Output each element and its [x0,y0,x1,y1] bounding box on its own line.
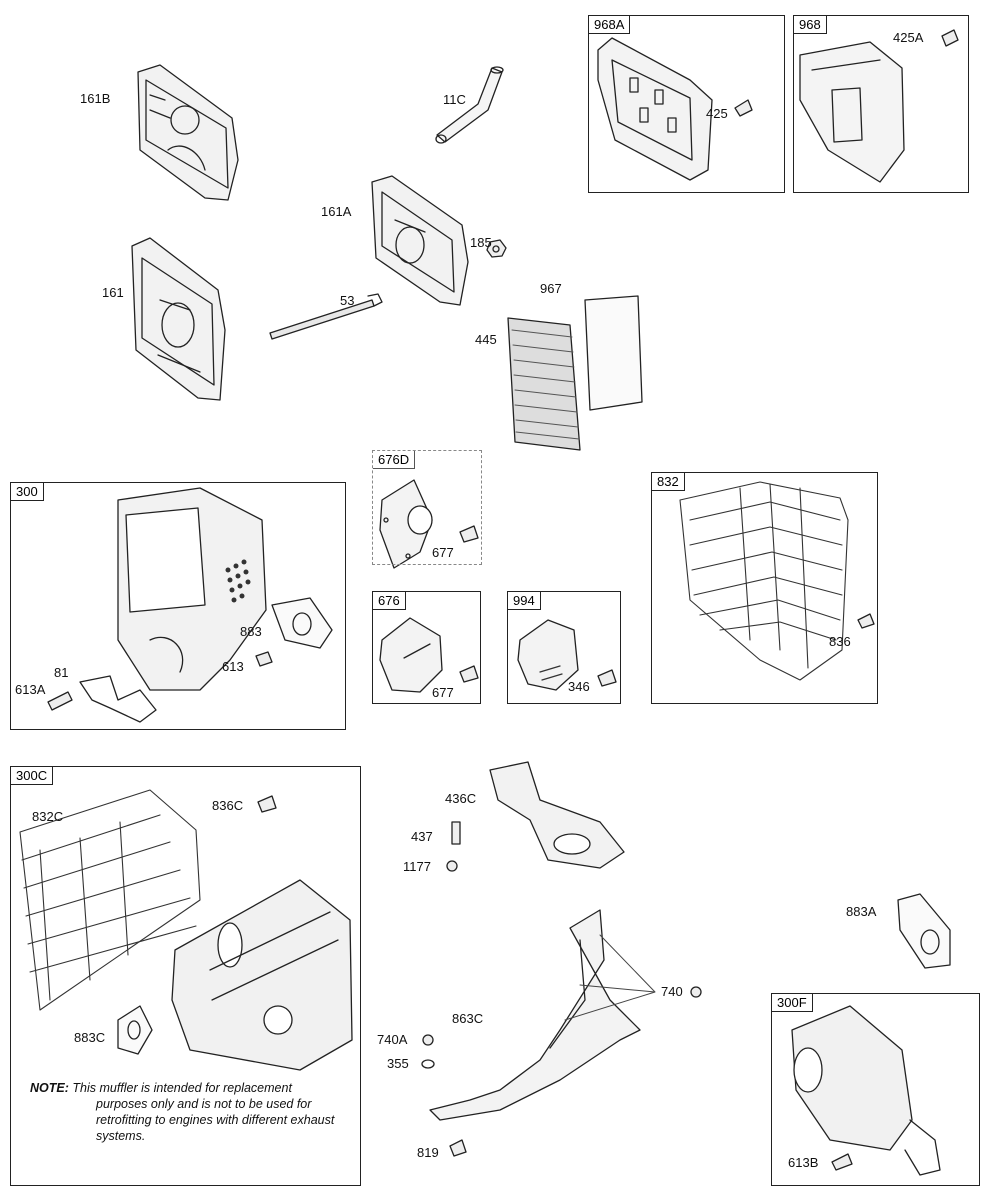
precleaner-967-drawing [584,295,643,411]
group-box-676d: 676D [372,450,482,565]
part-label-883c: 883C [74,1030,106,1045]
part-label-613: 613 [222,659,244,674]
guard-832c-drawing [19,789,201,1011]
part-label-883a: 883A [846,904,877,919]
gasket-883-drawing [271,597,333,649]
nut-740a-drawing [422,1034,434,1046]
group-label-300c: 300C [11,767,54,785]
stud-53-drawing [269,293,383,340]
part-label-11c: 11C [443,92,466,107]
group-label-968a: 968A [589,16,631,34]
screw-613b-drawing [831,1153,853,1171]
valve-cover-161-drawing [131,237,226,401]
bolt-437-drawing [451,821,461,845]
group-label-968: 968 [794,16,827,34]
group-label-676: 676 [373,592,406,610]
part-label-819: 819 [417,1145,439,1160]
guard-832-drawing [679,481,849,681]
screw-677-top-drawing [459,525,479,543]
group-box-832: 832 [651,472,878,704]
note-prefix: NOTE: [30,1081,69,1095]
part-label-81: 81 [54,665,69,680]
leader-lines-740 [564,934,656,1021]
part-label-677-lower: 677 [432,685,454,700]
part-label-740a: 740A [377,1032,408,1047]
group-label-300: 300 [11,483,44,501]
replacement-note: NOTE: This muffler is intended for repla… [30,1080,342,1144]
spark-arrester-994-drawing [517,619,579,691]
note-remaining-text: purposes only and is not to be used for … [96,1097,335,1143]
bolt-613-drawing [255,651,273,667]
screw-836-drawing [857,613,875,629]
part-label-437: 437 [411,829,433,844]
air-cleaner-base-968a-drawing [597,37,713,181]
part-label-185: 185 [470,235,492,250]
part-label-863c: 863C [452,1011,484,1026]
part-label-53: 53 [340,293,355,308]
bracket-81-drawing [79,675,157,723]
note-first-line: This muffler is intended for replacement [72,1081,292,1095]
valve-cover-161b-drawing [137,64,239,201]
group-label-994: 994 [508,592,541,610]
group-box-300: 300 [10,482,346,730]
part-label-883: 883 [240,624,262,639]
part-label-425a: 425A [893,30,924,45]
group-box-994: 994 [507,591,621,704]
exhaust-elbow-436c-drawing [489,761,625,869]
muffler-300f-drawing [791,1005,941,1176]
part-label-613a: 613A [15,682,46,697]
deflector-676-drawing [379,617,443,693]
group-box-968a: 968A [588,15,785,193]
screw-819-drawing [449,1139,467,1157]
part-label-161a: 161A [321,204,352,219]
part-label-836: 836 [829,634,851,649]
group-box-300f: 300F [771,993,980,1186]
part-label-967: 967 [540,281,562,296]
bolt-613a-drawing [47,691,73,711]
deflector-676d-drawing [379,479,433,569]
muffler-300c-drawing [171,879,353,1071]
part-label-613b: 613B [788,1155,819,1170]
breather-tube-11c-drawing [435,66,504,144]
screw-346-drawing [597,669,617,687]
muffler-300-drawing [117,487,267,691]
group-label-832: 832 [652,473,685,491]
part-label-425: 425 [706,106,728,121]
part-label-346: 346 [568,679,590,694]
nut-1177-drawing [446,860,458,872]
group-label-300f: 300F [772,994,813,1012]
air-filter-445-drawing [507,317,581,451]
gasket-883a-drawing [897,893,951,969]
group-box-968: 968 [793,15,969,193]
part-label-740: 740 [661,984,683,999]
part-label-161: 161 [102,285,124,300]
cover-161a-drawing [371,175,469,306]
part-label-1177: 1177 [403,859,431,874]
screw-836c-drawing [257,795,277,813]
group-box-300c: 300C [10,766,361,1186]
nut-740-drawing [690,986,702,998]
nut-185-drawing [486,239,507,258]
screw-677-bottom-drawing [459,665,479,683]
part-label-436c: 436C [445,791,477,806]
gasket-883c-drawing [117,1005,153,1055]
air-cleaner-cover-968-drawing [799,41,905,183]
screw-425a-drawing [941,29,959,47]
group-box-676: 676 [372,591,481,704]
screw-425-drawing [734,99,753,117]
bracket-863c-drawing [429,909,641,1121]
part-label-677-upper: 677 [432,545,454,560]
part-label-355: 355 [387,1056,409,1071]
part-label-836c: 836C [212,798,244,813]
part-label-832c: 832C [32,809,64,824]
group-label-676d: 676D [373,451,416,469]
part-label-161b: 161B [80,91,111,106]
part-label-445: 445 [475,332,497,347]
washer-355-drawing [421,1059,435,1069]
